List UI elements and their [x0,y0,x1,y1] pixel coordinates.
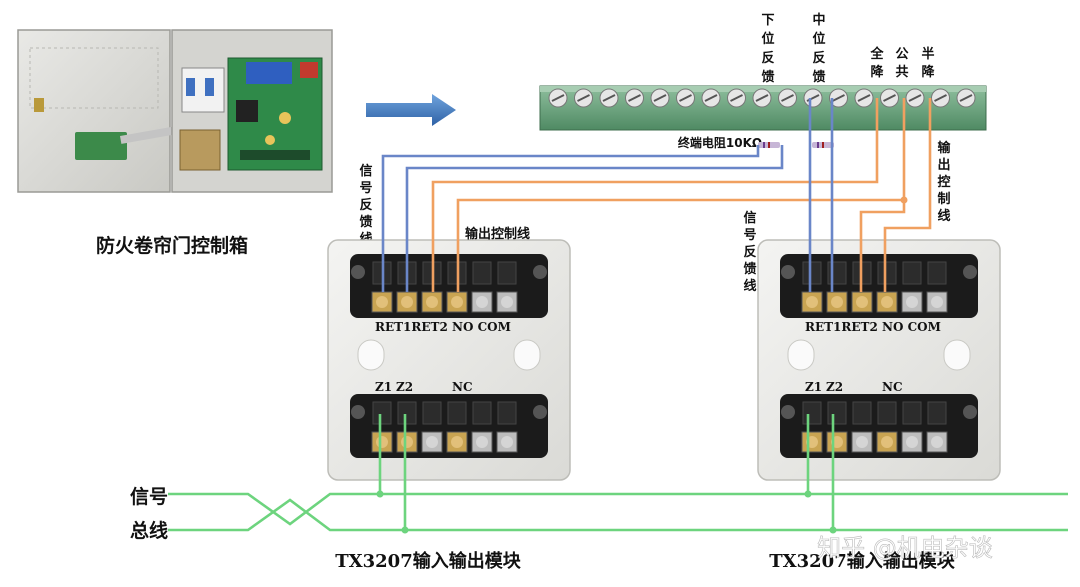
terminal-screw [854,88,874,108]
svg-text:反: 反 [359,197,372,213]
svg-text:反: 反 [743,244,756,260]
svg-text:线: 线 [743,278,756,294]
svg-text:反: 反 [761,50,774,66]
terminal-screw [956,88,976,108]
svg-text:位: 位 [812,31,825,47]
bus-wire-bottom [168,498,1068,532]
control-box [17,29,333,193]
terminal-strip [539,85,987,131]
terminal-screw [599,88,619,108]
svg-text:馈: 馈 [812,69,825,85]
transformer [179,129,221,171]
left-feedback-wire-1 [381,145,760,292]
nc-label: NC [452,380,473,394]
watermark: 知乎 @机电杂谈 [817,534,993,562]
label-full-down: 全降 [869,46,884,80]
z2-label: Z2 [826,380,843,394]
terminal-screw [752,88,772,108]
terminal-screw [727,88,746,108]
terminal-screw [829,88,848,108]
bottom-terminal-block [780,394,978,458]
svg-text:中: 中 [812,12,825,28]
svg-text:控: 控 [937,174,950,190]
svg-text:降: 降 [870,64,884,80]
svg-text:号: 号 [359,181,372,196]
svg-text:公: 公 [895,47,908,62]
terminal-screw [650,88,670,108]
terminal-screw [676,88,695,108]
left-output-label: 输出控制线 [465,226,530,242]
svg-text:反: 反 [812,50,825,66]
arrow-icon [366,94,456,126]
bus-wire-top [168,492,1068,526]
bus-label-signal: 信号 [130,485,168,508]
right-output-label: 输出控制线 [937,140,951,224]
svg-text:号: 号 [743,228,756,243]
top-terminal-labels: RET1RET2 NO COM [805,320,941,334]
left-module: RET1RET2 NO COM Z1 Z2 NC [327,239,571,481]
svg-text:降: 降 [921,64,935,80]
label-common: 公共 [895,47,908,80]
svg-text:制: 制 [937,191,950,207]
control-box-keypad [75,132,127,160]
terminal-screw [548,88,568,108]
nc-label: NC [882,380,903,394]
resistor-label: 终端电阻10KΩ [678,135,762,150]
control-box-caption: 防火卷帘门控制箱 [96,234,248,257]
svg-text:馈: 馈 [761,69,774,85]
z2-label: Z2 [396,380,413,394]
svg-text:位: 位 [761,31,774,47]
svg-text:出: 出 [937,157,950,173]
svg-text:半: 半 [921,46,934,62]
svg-text:下: 下 [761,13,774,28]
svg-text:全: 全 [869,46,884,62]
terminal-screw [701,88,721,108]
left-control-wire-2 [456,98,906,292]
terminal-screw [905,88,925,108]
z1-label: Z1 [375,380,392,394]
terminal-screw [880,88,899,108]
label-half-down: 半降 [921,46,935,80]
terminal-screw [574,88,593,108]
bottom-terminal-block [350,394,548,458]
top-terminal-block [780,254,978,318]
right-control-wire-2 [883,98,932,292]
z1-label: Z1 [805,380,822,394]
terminal-screw [931,88,950,108]
left-module-title: TX3207输入输出模块 [335,550,521,572]
terminal-screw [625,88,644,108]
terminal-resistor [758,142,834,148]
svg-text:信: 信 [743,210,756,226]
bus-label-line: 总线 [130,519,168,542]
wires [168,98,1068,534]
terminal-screw [803,88,823,108]
svg-text:馈: 馈 [359,214,372,230]
right-module: RET1RET2 NO COM Z1 Z2 NC [757,239,1001,481]
svg-text:共: 共 [895,64,908,80]
terminal-screw [778,88,797,108]
circuit-breaker [181,67,225,113]
svg-text:输: 输 [937,140,951,156]
top-terminal-block [350,254,548,318]
right-module-title: TX3207输入输出模块 [769,550,955,572]
svg-text:信: 信 [359,163,372,179]
left-control-wire-1 [431,98,879,292]
svg-text:线: 线 [937,208,950,224]
top-terminal-labels: RET1RET2 NO COM [375,320,511,334]
svg-text:馈: 馈 [743,261,756,277]
left-feedback-wire-2 [405,145,784,292]
right-control-wire-1 [859,200,906,292]
